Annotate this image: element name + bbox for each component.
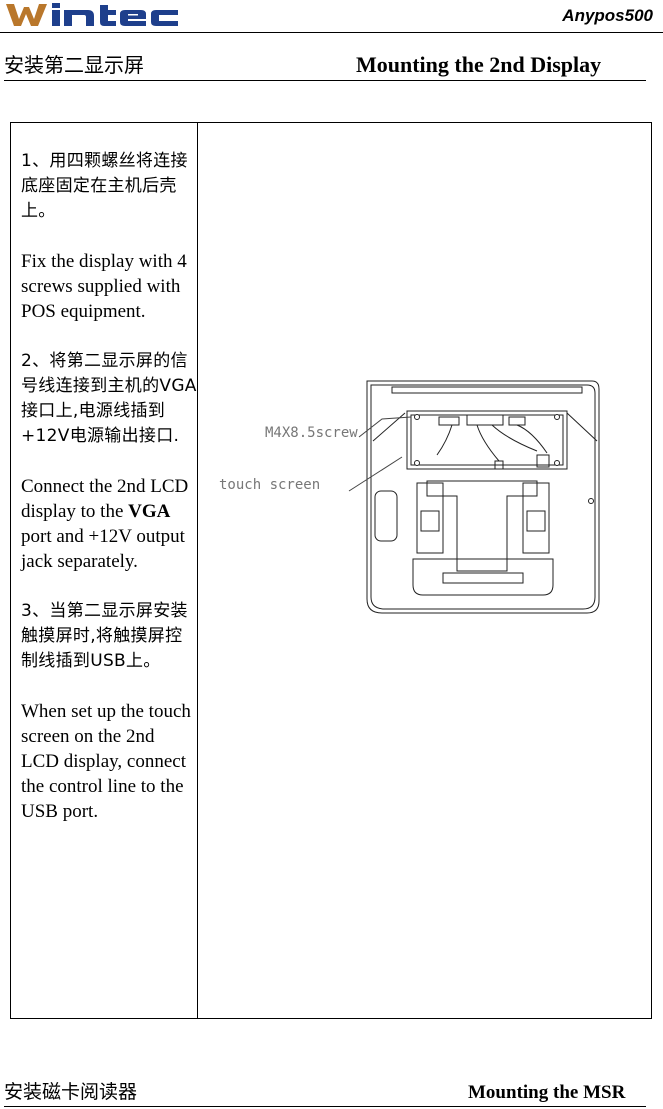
step-2-en: Connect the 2nd LCD display to the VGA p… bbox=[21, 474, 197, 574]
step-2-en-vga: VGA bbox=[128, 501, 171, 522]
step-3-en: When set up the touch screen on the 2nd … bbox=[21, 701, 191, 822]
label-touch-screen: touch screen bbox=[219, 477, 320, 493]
pos-rear-drawing: M4X8.5screw touch screen bbox=[219, 380, 600, 614]
label-screw: M4X8.5screw bbox=[265, 425, 358, 441]
step-2-en-pre: Connect the 2nd LCD display to the bbox=[21, 476, 189, 522]
section-heading-display: 安装第二显示屏 Mounting the 2nd Display bbox=[4, 50, 646, 81]
step-3: 3、当第二显示屏安装触摸屏时,将触摸屏控制线插到USB上。 When set u… bbox=[21, 599, 197, 824]
section-title-cn: 安装第二显示屏 bbox=[4, 53, 144, 77]
step-3-cn: 3、当第二显示屏安装触摸屏时,将触摸屏控制线插到USB上。 bbox=[21, 601, 188, 671]
section-heading-msr: 安装磁卡阅读器 Mounting the MSR bbox=[4, 1080, 646, 1107]
header-rule bbox=[0, 32, 663, 33]
step-1-en: Fix the display with 4 screws supplied w… bbox=[21, 251, 187, 322]
step-2-en-post: port and +12V output jack separately. bbox=[21, 526, 185, 572]
instruction-steps: 1、用四颗螺丝将连接底座固定在主机后壳上。 Fix the display wi… bbox=[21, 149, 197, 849]
section2-title-cn: 安装磁卡阅读器 bbox=[4, 1081, 138, 1103]
step-1-cn: 1、用四颗螺丝将连接底座固定在主机后壳上。 bbox=[21, 151, 188, 221]
instruction-table: 1、用四颗螺丝将连接底座固定在主机后壳上。 Fix the display wi… bbox=[10, 122, 652, 1019]
section2-title-en: Mounting the MSR bbox=[468, 1082, 626, 1103]
step-2-cn: 2、将第二显示屏的信号线连接到主机的VGA接口上,电源线插到+12V电源输出接口… bbox=[21, 351, 197, 446]
column-divider bbox=[197, 123, 198, 1018]
wintec-logo bbox=[4, 2, 184, 28]
step-1: 1、用四颗螺丝将连接底座固定在主机后壳上。 Fix the display wi… bbox=[21, 149, 197, 324]
step-2: 2、将第二显示屏的信号线连接到主机的VGA接口上,电源线插到+12V电源输出接口… bbox=[21, 349, 197, 574]
model-name: Anypos500 bbox=[562, 6, 653, 25]
section-title-en: Mounting the 2nd Display bbox=[356, 52, 602, 77]
